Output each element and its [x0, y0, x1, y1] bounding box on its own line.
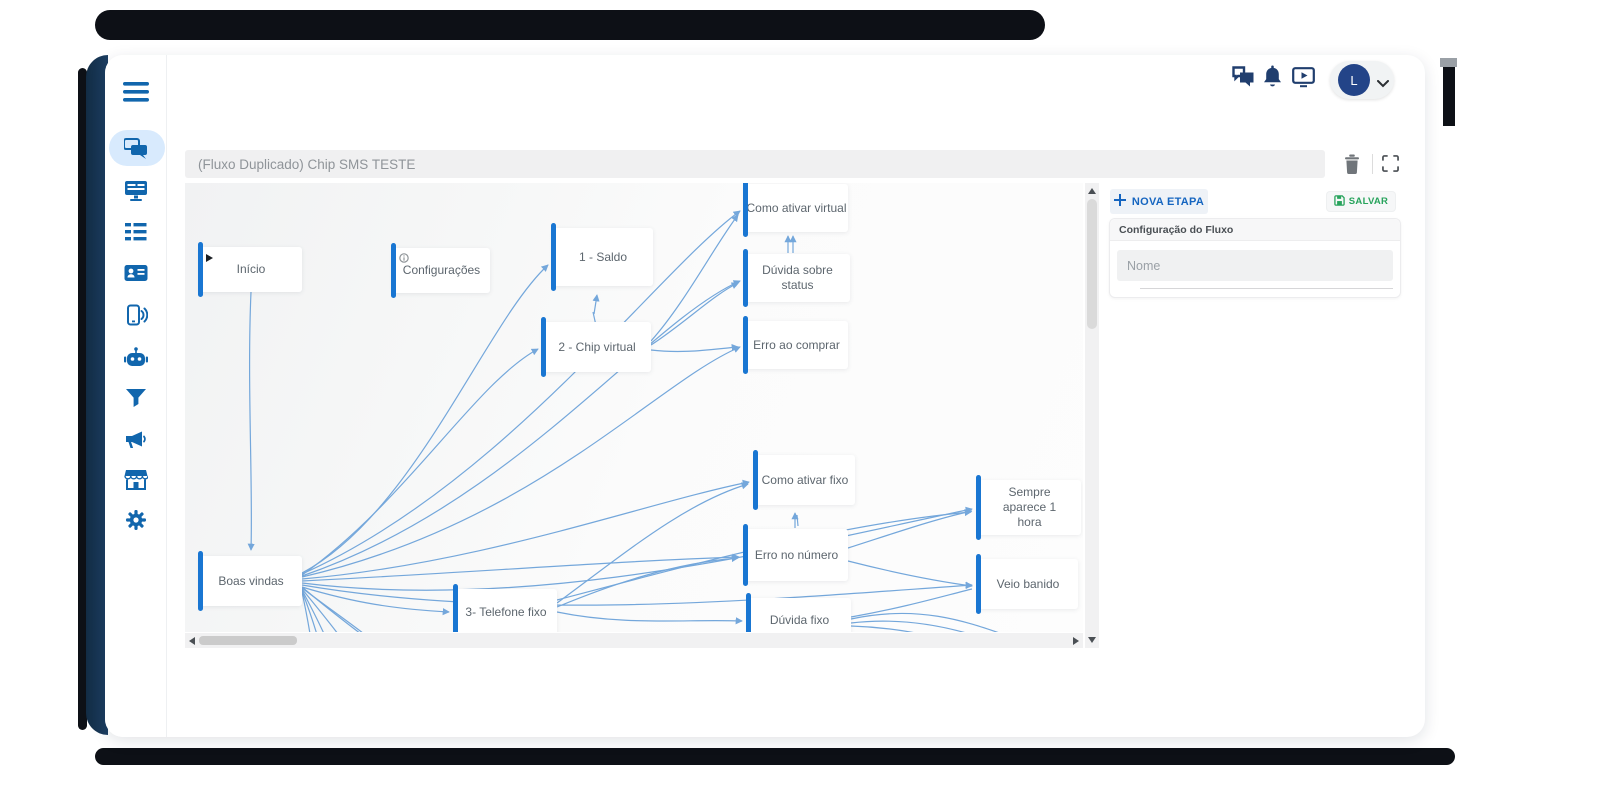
flow-node-duvida-sobre-status[interactable]: Dúvida sobre status: [743, 249, 850, 307]
sidebar-item-filter[interactable]: [122, 385, 150, 411]
phone-broadcast-icon: [124, 304, 148, 326]
canvas-vertical-scrollbar[interactable]: [1085, 183, 1099, 648]
trash-icon: [1343, 154, 1361, 178]
info-icon: [399, 252, 409, 267]
sidebar-item-bot[interactable]: [122, 344, 150, 370]
filter-funnel-icon: [125, 388, 147, 408]
vertical-scroll-thumb[interactable]: [1087, 199, 1097, 329]
sidebar-item-campaigns[interactable]: [122, 426, 150, 452]
nova-etapa-button[interactable]: NOVA ETAPA: [1110, 189, 1208, 214]
node-label: Erro no número: [754, 547, 839, 562]
flow-node-duvida-fixo[interactable]: Dúvida fixo: [746, 593, 851, 632]
frame-decoration-top: [95, 10, 1045, 40]
node-label: 1 - Saldo: [578, 249, 628, 264]
flow-node-saldo[interactable]: 1 - Saldo: [551, 223, 653, 291]
nova-etapa-label: NOVA ETAPA: [1131, 195, 1205, 208]
delete-flow-button[interactable]: [1343, 154, 1363, 174]
avatar-initial: L: [1350, 72, 1358, 88]
node-label: Configurações: [402, 263, 481, 277]
app-window: L (Fluxo Duplicado) Chip SMS TESTE: [105, 55, 1425, 737]
flow-node-inicio[interactable]: Início: [198, 242, 302, 297]
toolbar-divider: [1372, 154, 1373, 174]
avatar: L: [1338, 64, 1370, 96]
node-label: Início: [236, 262, 266, 276]
start-play-icon: [206, 251, 213, 266]
flow-config-panel: Configuração do Fluxo: [1109, 218, 1401, 298]
node-label: Como ativar virtual: [746, 200, 847, 215]
flow-node-veio-banido[interactable]: Veio banido: [976, 554, 1078, 614]
menu-icon: [123, 82, 149, 102]
save-icon: [1334, 194, 1345, 209]
contacts-card-icon: [124, 263, 148, 283]
canvas-horizontal-scrollbar[interactable]: [185, 633, 1083, 648]
chats-icon: [124, 138, 148, 160]
salvar-label: SALVAR: [1348, 196, 1389, 207]
flow-name-input[interactable]: [1117, 250, 1393, 281]
scroll-right-arrow[interactable]: [1073, 637, 1079, 645]
flow-node-sempre-aparece[interactable]: Sempre aparece 1 hora: [976, 475, 1081, 540]
media-player-icon: [1292, 67, 1315, 92]
flow-node-chip-virtual[interactable]: 2 - Chip virtual: [541, 317, 651, 377]
sidebar-item-contacts[interactable]: [122, 260, 150, 286]
sidebar-item-chats[interactable]: [122, 136, 150, 162]
frame-decoration-right: [1443, 66, 1455, 126]
media-player-button[interactable]: [1292, 67, 1316, 91]
sidebar-item-settings[interactable]: [122, 507, 150, 533]
flow-config-header: Configuração do Fluxo: [1110, 219, 1400, 241]
flow-node-boas-vindas[interactable]: Boas vindas: [198, 551, 302, 611]
frame-decoration-left-outer: [78, 68, 87, 730]
chevron-down-icon: [1377, 75, 1389, 93]
dashboard-monitor-icon: [124, 180, 148, 202]
flow-node-como-ativar-virtual[interactable]: Como ativar virtual: [743, 183, 848, 237]
sidebar-item-store[interactable]: [122, 466, 150, 492]
node-label: Dúvida sobre status: [762, 263, 833, 292]
salvar-button[interactable]: SALVAR: [1327, 192, 1395, 211]
flow-config-title: Configuração do Fluxo: [1119, 223, 1234, 236]
sidebar-item-dashboard[interactable]: [122, 178, 150, 204]
megaphone-icon: [124, 429, 148, 449]
frame-decoration-bottom: [95, 748, 1455, 765]
frame-decoration-right-cap: [1440, 58, 1457, 67]
scroll-down-arrow[interactable]: [1088, 637, 1096, 643]
panel-divider: [1140, 288, 1393, 289]
sidebar-item-menu[interactable]: [122, 79, 150, 105]
scroll-left-arrow[interactable]: [189, 637, 195, 645]
node-label: 3- Telefone fixo: [465, 605, 547, 619]
notifications-button[interactable]: [1262, 65, 1286, 89]
node-label: Como ativar fixo: [761, 472, 849, 487]
flow-title-bar: (Fluxo Duplicado) Chip SMS TESTE: [185, 150, 1325, 178]
scroll-up-arrow[interactable]: [1088, 188, 1096, 194]
sidebar-item-list[interactable]: [122, 219, 150, 245]
settings-gear-icon: [125, 509, 147, 531]
flow-node-erro-ao-comprar[interactable]: Erro ao comprar: [743, 316, 848, 374]
flow-node-configuracoes[interactable]: Configurações: [391, 243, 490, 298]
node-label: 2 - Chip virtual: [558, 339, 636, 354]
notifications-bell-icon: [1262, 65, 1283, 92]
node-label: Sempre aparece 1 hora: [1002, 485, 1057, 529]
sidebar-item-broadcast[interactable]: [122, 302, 150, 328]
flow-canvas[interactable]: Início Configurações 1 - Saldo 2 - Chip …: [185, 183, 1083, 632]
flow-node-erro-no-numero[interactable]: Erro no número: [743, 524, 848, 586]
bot-icon: [124, 346, 148, 368]
plus-icon: [1113, 194, 1126, 209]
store-icon: [124, 469, 148, 490]
fullscreen-icon: [1382, 155, 1399, 176]
list-icon: [124, 222, 148, 242]
frame-decoration-left: [86, 55, 108, 735]
fullscreen-button[interactable]: [1382, 155, 1400, 173]
sidebar: [105, 55, 167, 737]
node-label: Erro ao comprar: [753, 337, 840, 352]
flow-title: (Fluxo Duplicado) Chip SMS TESTE: [198, 156, 416, 172]
node-label: Dúvida fixo: [769, 613, 830, 627]
conversations-button[interactable]: [1232, 66, 1256, 90]
node-label: Boas vindas: [218, 573, 284, 588]
horizontal-scroll-thumb[interactable]: [199, 636, 297, 645]
account-menu[interactable]: L: [1330, 61, 1394, 99]
node-label: Veio banido: [996, 576, 1060, 591]
conversations-icon: [1232, 66, 1255, 92]
flow-node-como-ativar-fixo[interactable]: Como ativar fixo: [753, 450, 855, 510]
flow-edges: [247, 210, 999, 632]
flow-node-telefone-fixo[interactable]: 3- Telefone fixo: [453, 584, 557, 632]
